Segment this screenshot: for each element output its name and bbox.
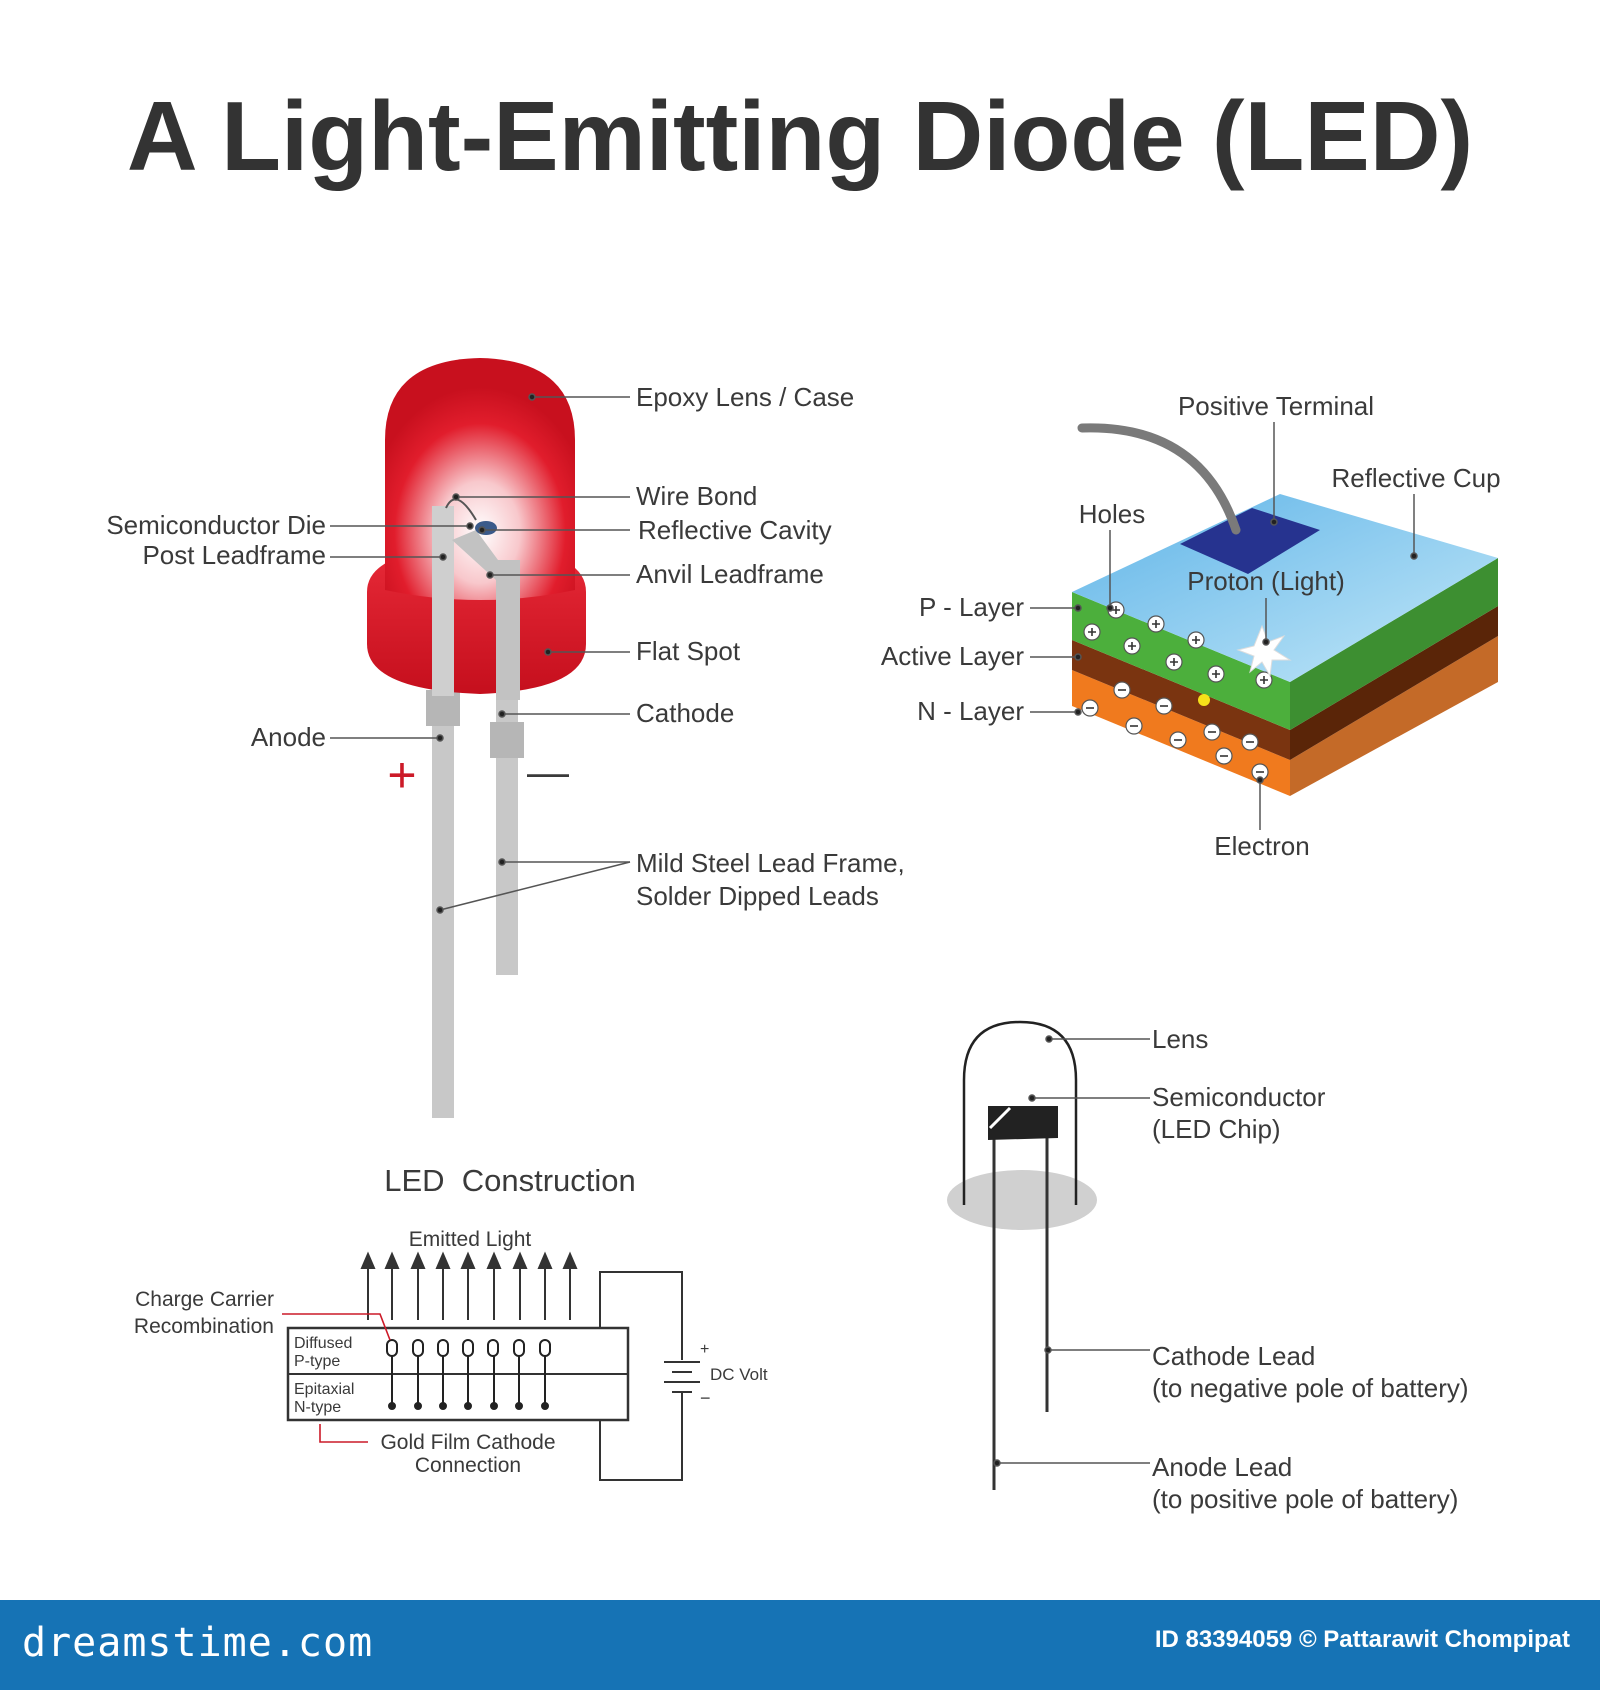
label-n-type: N-type	[294, 1399, 341, 1416]
semiconductor-die	[475, 521, 497, 535]
label-dc-volt: DC Volt	[710, 1365, 768, 1384]
label-p-layer: P - Layer	[919, 592, 1024, 622]
post-leadframe-inner	[432, 506, 454, 696]
label-epitaxial: Epitaxial	[294, 1381, 354, 1398]
top-surface	[1072, 494, 1498, 682]
label-positive-terminal: Positive Terminal	[1178, 391, 1374, 421]
footer-credit: ID 83394059 © Pattarawit Chompipat	[1154, 1626, 1570, 1653]
minus-sign: —	[527, 748, 569, 795]
anvil-leadframe-inner	[452, 530, 520, 700]
footer-logo[interactable]: dreamstime.com	[22, 1620, 374, 1666]
label-flat-spot: Flat Spot	[636, 636, 741, 666]
label-electron: Electron	[1214, 831, 1309, 861]
label-emitted-light: Emitted Light	[409, 1228, 532, 1251]
label-lead-frame-1: Mild Steel Lead Frame,	[636, 848, 905, 878]
label-anode: Anode	[251, 722, 326, 752]
label-holes: Holes	[1079, 499, 1145, 529]
footer-bar	[0, 1600, 1600, 1690]
led-lens-outline	[962, 1020, 1078, 1205]
label-charge-carrier: Charge Carrier	[135, 1288, 274, 1311]
label-diffused: Diffused	[294, 1335, 352, 1352]
label-cathode: Cathode	[636, 698, 734, 728]
label-active-layer: Active Layer	[881, 641, 1024, 671]
label-post-leadframe: Post Leadframe	[142, 540, 326, 570]
label-anvil-leadframe: Anvil Leadframe	[636, 559, 824, 589]
label-n-layer: N - Layer	[917, 696, 1024, 726]
label-p-type: P-type	[294, 1353, 340, 1370]
led-base	[947, 1170, 1097, 1230]
led-construction: LED Construction Emitted Light	[134, 1163, 768, 1481]
positive-terminal-pad	[1180, 508, 1320, 574]
construction-title: LED Construction	[384, 1163, 636, 1198]
label-cathode-lead-note: (to negative pole of battery)	[1152, 1373, 1469, 1403]
label-semiconductor-die: Semiconductor Die	[106, 510, 326, 540]
terminal-cable	[1077, 423, 1241, 535]
label-anode-lead-note: (to positive pole of battery)	[1152, 1484, 1458, 1514]
led-chip	[988, 1106, 1058, 1140]
label-gold-film-2: Connection	[415, 1454, 521, 1477]
label-anode-lead: Anode Lead	[1152, 1452, 1292, 1482]
contacts-group	[386, 1339, 551, 1357]
label-lead-frame-2: Solder Dipped Leads	[636, 881, 879, 911]
gold-film-leader	[319, 1424, 368, 1443]
label-led-chip: (LED Chip)	[1152, 1114, 1281, 1144]
dc-minus: −	[700, 1388, 711, 1408]
p-layer-right	[1290, 558, 1498, 730]
wire-bond	[445, 498, 477, 521]
footer: dreamstime.com ID 83394059 © Pattarawit …	[0, 1600, 1600, 1690]
battery-symbol	[664, 1361, 700, 1393]
label-gold-film-1: Gold Film Cathode	[380, 1431, 555, 1454]
n-layer-right	[1290, 636, 1498, 796]
label-recombination: Recombination	[134, 1315, 274, 1338]
main-led: + — Epoxy Lens / Case Wire Bond Reflecti…	[106, 358, 905, 1118]
plus-sign: +	[387, 747, 416, 803]
dc-plus: +	[700, 1341, 709, 1358]
page-title: A Light-Emitting Diode (LED)	[126, 81, 1474, 191]
cathode-collar	[490, 722, 524, 758]
recombination-spark	[1198, 694, 1210, 706]
pn-junction-block: Positive Terminal Reflective Cup Holes P…	[881, 391, 1501, 861]
label-lens: Lens	[1152, 1024, 1208, 1054]
label-epoxy-lens: Epoxy Lens / Case	[636, 382, 854, 412]
active-layer-right	[1290, 606, 1498, 760]
label-wire-bond: Wire Bond	[636, 481, 757, 511]
cathode-lead	[496, 700, 518, 975]
circuit-wire	[599, 1271, 683, 1481]
photon-burst	[1236, 624, 1292, 678]
label-reflective-cup: Reflective Cup	[1331, 463, 1500, 493]
recombination-leader	[282, 1313, 391, 1341]
label-semiconductor: Semiconductor	[1152, 1082, 1326, 1112]
active-layer-front	[1072, 640, 1290, 760]
label-cathode-lead: Cathode Lead	[1152, 1341, 1315, 1371]
label-proton: Proton (Light)	[1187, 566, 1345, 596]
label-reflective-cavity: Reflective Cavity	[638, 515, 832, 545]
emitted-light-arrows	[360, 1251, 578, 1320]
simple-led: Lens Semiconductor (LED Chip) Cathode Le…	[947, 1020, 1469, 1514]
